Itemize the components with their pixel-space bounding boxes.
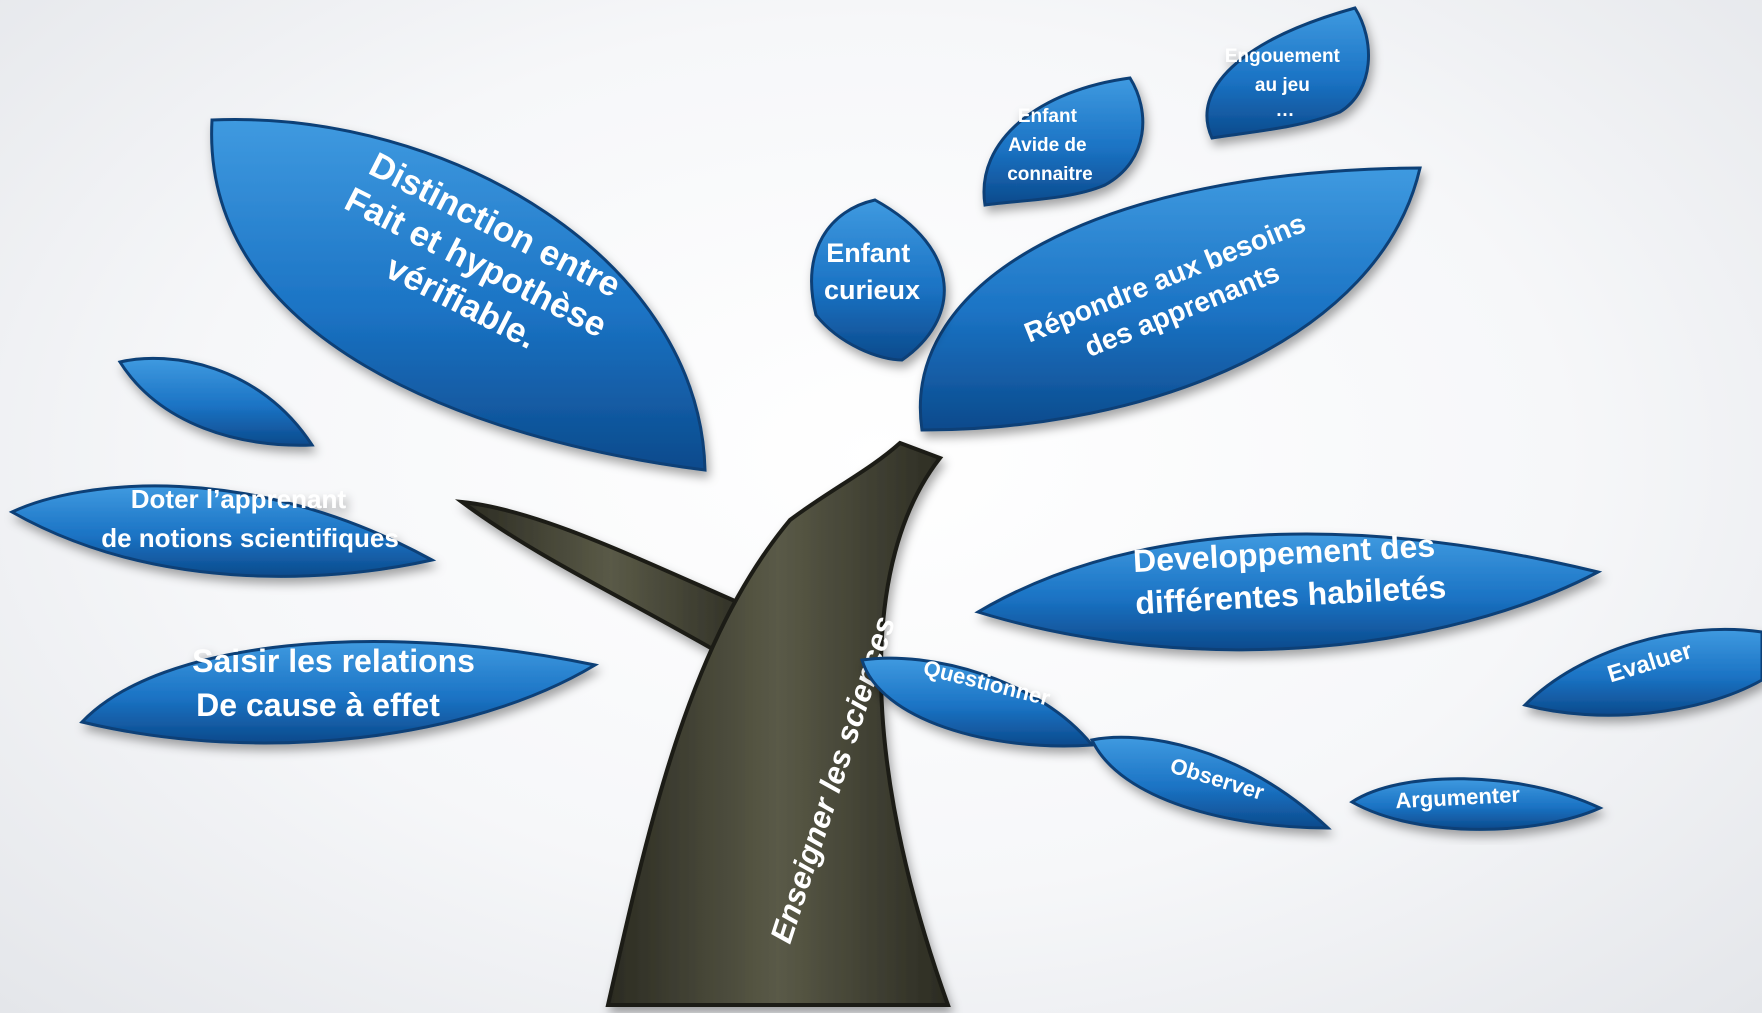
leaf-questionner: Questionner — [860, 655, 1095, 748]
leaf-saisir-line-1: Saisir les relations — [192, 643, 475, 679]
leaf-developpement: Developpement des différentes habiletés — [974, 527, 1603, 652]
leaf-curieux-line-1: Enfant — [826, 238, 910, 268]
leaf-observer: Observer — [1089, 735, 1332, 830]
leaf-distinction: Distinction entre Fait et hypothèse véri… — [210, 118, 707, 472]
svg-text:Enfant Avide de: Enfant Avide de connaitre — [1007, 106, 1093, 185]
leaf-saisir: Saisir les relations De cause à effet — [79, 640, 600, 745]
leaf-engouement-line-3: … — [1276, 100, 1295, 121]
leaf-repondre: Répondre aux besoins des apprenants — [918, 166, 1422, 432]
tree-trunk — [454, 440, 951, 1007]
leaf-small-blank — [117, 356, 315, 447]
leaf-doter-line-2: de notions scientifiques — [101, 523, 399, 553]
svg-text:Engouement au jeu: Engouement au jeu … — [1225, 46, 1345, 121]
svg-text:Saisir les relations D: Saisir les relations De cause à effet — [192, 643, 484, 723]
leaf-avide-line-1: Enfant — [1018, 106, 1078, 127]
leaf-avide-line-3: connaitre — [1007, 164, 1093, 185]
leaf-engouement: Engouement au jeu … — [1205, 6, 1370, 140]
leaf-doter: Doter l’apprenant de notions scientifiqu… — [8, 484, 437, 578]
leaf-curieux: Enfant curieux — [810, 198, 946, 362]
leaf-engouement-line-2: au jeu — [1255, 75, 1310, 96]
leaf-doter-line-1: Doter l’apprenant — [131, 484, 347, 514]
leaf-avide: Enfant Avide de connaitre — [982, 76, 1145, 207]
trunk-body — [605, 440, 951, 1007]
leaf-engouement-line-1: Engouement — [1225, 46, 1341, 67]
leaf-avide-line-2: Avide de — [1008, 135, 1087, 156]
leaves-group: Distinction entre Fait et hypothèse véri… — [8, 6, 1762, 831]
leaf-saisir-line-2: De cause à effet — [196, 687, 440, 723]
leaf-evaluer: Evaluer — [1522, 627, 1762, 717]
leaf-curieux-line-2: curieux — [824, 275, 920, 305]
leaf-argumenter: Argumenter — [1349, 777, 1604, 831]
svg-text:Enfant curieux: Enfant curieux — [824, 238, 920, 305]
svg-text:Doter l’apprenant de n: Doter l’apprenant de notions scientifiqu… — [101, 484, 399, 553]
